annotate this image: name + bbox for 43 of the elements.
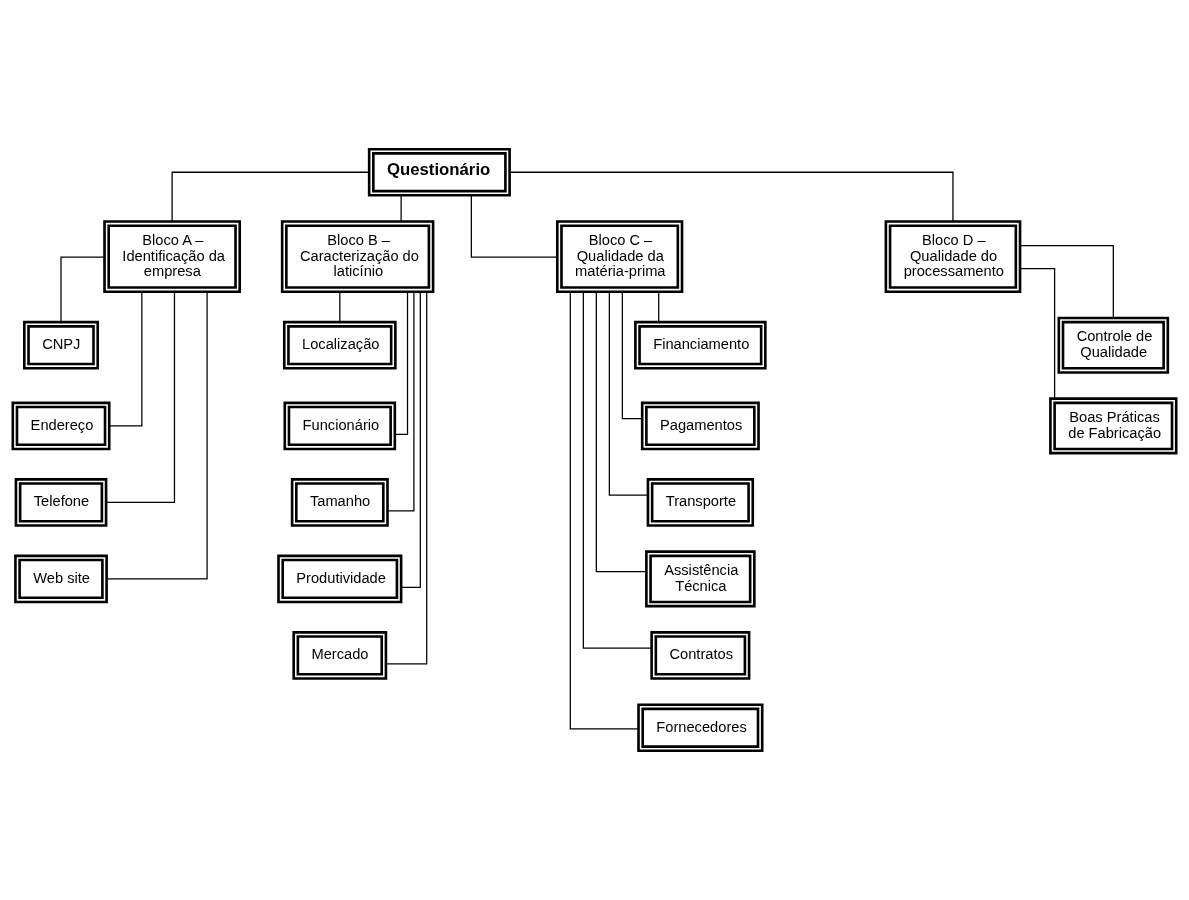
node-box: Endereço [11, 401, 111, 451]
connector [658, 291, 660, 323]
connector [621, 291, 643, 420]
node-box: Mercado [292, 631, 388, 680]
connector [1019, 268, 1056, 400]
connector [595, 291, 647, 573]
node-box: Fornecedores [637, 703, 764, 753]
connector [400, 291, 421, 588]
connector [60, 256, 105, 323]
node-box: Bloco B – Caracterização do laticínio [280, 220, 435, 294]
node-box: Bloco C – Qualidade da matéria-prima [556, 220, 684, 294]
node-box: Controle de Qualidade [1057, 316, 1170, 374]
connector [608, 291, 649, 496]
node-box: Produtividade [277, 554, 403, 604]
node-box: Contratos [650, 631, 751, 680]
connector [1019, 245, 1114, 319]
node-box: Bloco D – Qualidade do processamento [884, 220, 1022, 294]
connector [470, 194, 558, 258]
connector [108, 291, 143, 427]
connector [339, 291, 341, 323]
connector [386, 291, 415, 512]
connector [582, 291, 653, 649]
connector [569, 291, 639, 730]
node-box: Bloco A – Identificação da empresa [103, 220, 241, 294]
node-box: Localização [282, 320, 397, 370]
node-box: Pagamentos [640, 401, 760, 451]
node-box: Telefone [14, 478, 108, 527]
connector [509, 171, 954, 222]
connector [394, 291, 409, 435]
connector [400, 195, 402, 222]
node-box: Funcionário [283, 401, 397, 451]
connector [106, 291, 208, 580]
node-box: CNPJ [23, 320, 99, 370]
node-box: Tamanho [290, 478, 389, 527]
node-box: Web site [14, 554, 108, 604]
connector [385, 291, 428, 665]
node-box: Questionário [367, 147, 511, 197]
connector [171, 171, 370, 222]
node-box: Assistência Técnica [645, 550, 756, 608]
node-box: Boas Práticas de Fabricação [1049, 397, 1178, 455]
connector [105, 291, 176, 504]
node-box: Transporte [646, 478, 755, 527]
node-box: Financiamento [634, 320, 767, 370]
